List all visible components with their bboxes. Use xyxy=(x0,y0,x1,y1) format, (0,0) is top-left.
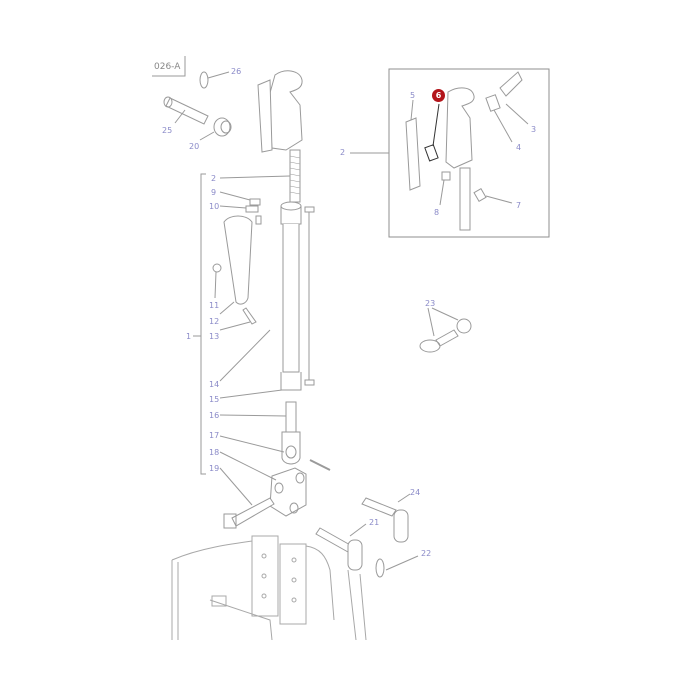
top-hook xyxy=(267,70,303,151)
callout-15[interactable]: 15 xyxy=(209,395,220,404)
callout-26[interactable]: 26 xyxy=(231,67,242,76)
part-26-clip xyxy=(199,71,209,89)
part-21-pin xyxy=(315,527,353,553)
callout-19[interactable]: 19 xyxy=(209,464,220,473)
callout-10[interactable]: 10 xyxy=(209,202,220,211)
callout-22[interactable]: 22 xyxy=(421,549,432,558)
part-13-bolt xyxy=(242,307,257,325)
callout-2[interactable]: 2 xyxy=(211,174,217,183)
inset-part-3-plunger xyxy=(499,71,523,97)
part-19-pin xyxy=(231,497,275,527)
part-9-screw xyxy=(249,198,261,206)
inset-part-6-spring xyxy=(424,144,439,162)
part-20-bushing xyxy=(213,117,231,137)
part-24-pin xyxy=(361,497,397,517)
callout-9[interactable]: 9 xyxy=(211,188,217,197)
callout-21[interactable]: 21 xyxy=(369,518,380,527)
callout-13[interactable]: 13 xyxy=(209,332,220,341)
callout-12[interactable]: 12 xyxy=(209,317,220,326)
callout-16[interactable]: 16 xyxy=(209,411,220,420)
highlighted-part-badge[interactable]: 6 xyxy=(432,89,445,102)
inset-part-4-spring xyxy=(485,94,501,112)
tube-top-collar xyxy=(280,201,302,211)
callout-11[interactable]: 11 xyxy=(209,301,220,310)
part-11-nut xyxy=(212,263,222,273)
main-tube xyxy=(282,224,300,373)
callout-20[interactable]: 20 xyxy=(189,142,200,151)
callout-3[interactable]: 3 xyxy=(531,125,537,134)
inset-hook xyxy=(445,87,475,169)
reference-code: 026-A xyxy=(154,62,181,72)
callout-18[interactable]: 18 xyxy=(209,448,220,457)
part-22-clip xyxy=(375,558,385,578)
reference-box-border xyxy=(152,56,186,77)
callout-4[interactable]: 4 xyxy=(516,143,522,152)
callout-25[interactable]: 25 xyxy=(162,126,173,135)
callout-14[interactable]: 14 xyxy=(209,380,220,389)
lower-threaded-rod xyxy=(285,401,297,433)
callout-24[interactable]: 24 xyxy=(410,488,421,497)
callout-5[interactable]: 5 xyxy=(410,91,416,100)
part-18-block xyxy=(269,467,307,517)
top-hook-latch xyxy=(257,79,273,153)
tractor-frame xyxy=(171,535,367,641)
callout-2-inset[interactable]: 2 xyxy=(340,148,346,157)
callout-7[interactable]: 7 xyxy=(516,201,522,210)
part-17-eye xyxy=(281,431,301,465)
inset-part-5-latch xyxy=(405,117,421,191)
part-12-bracket xyxy=(223,215,253,305)
callout-17[interactable]: 17 xyxy=(209,431,220,440)
part-25-pin xyxy=(165,97,209,125)
callout-8[interactable]: 8 xyxy=(434,208,440,217)
callout-23[interactable]: 23 xyxy=(425,299,436,308)
inset-threaded-rod xyxy=(459,167,471,231)
callout-1[interactable]: 1 xyxy=(186,332,192,341)
group-1-bracket xyxy=(200,173,206,475)
part-10-nut xyxy=(245,205,259,213)
